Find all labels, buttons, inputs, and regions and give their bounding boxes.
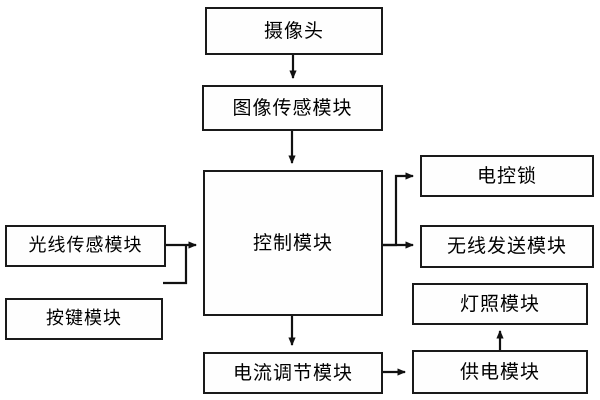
edge-control-to-lock bbox=[383, 172, 414, 247]
node-light-sensor-label: 光线传感模块 bbox=[28, 235, 143, 257]
node-control-module-label: 控制模块 bbox=[252, 231, 333, 254]
node-power-supply-label: 供电模块 bbox=[459, 360, 540, 383]
node-light-sensor[interactable]: 光线传感模块 bbox=[5, 225, 166, 267]
node-image-sensor[interactable]: 图像传感模块 bbox=[202, 85, 383, 131]
node-electronic-lock[interactable]: 电控锁 bbox=[420, 155, 594, 197]
node-current-regulator-label: 电流调节模块 bbox=[232, 361, 353, 384]
node-key-module-label: 按键模块 bbox=[46, 308, 122, 330]
node-camera-label: 摄像头 bbox=[263, 19, 324, 42]
node-control-module[interactable]: 控制模块 bbox=[203, 170, 383, 316]
node-image-sensor-label: 图像传感模块 bbox=[232, 96, 353, 119]
node-key-module[interactable]: 按键模块 bbox=[5, 298, 163, 340]
node-electronic-lock-label: 电控锁 bbox=[476, 164, 537, 187]
node-lighting-module[interactable]: 灯照模块 bbox=[412, 283, 588, 325]
node-camera[interactable]: 摄像头 bbox=[205, 7, 383, 55]
node-wireless-transmit-label: 无线发送模块 bbox=[446, 235, 567, 258]
node-wireless-transmit[interactable]: 无线发送模块 bbox=[420, 225, 594, 268]
node-power-supply[interactable]: 供电模块 bbox=[412, 350, 588, 394]
edge-key-to-control bbox=[163, 246, 188, 285]
node-current-regulator[interactable]: 电流调节模块 bbox=[203, 352, 383, 394]
node-lighting-module-label: 灯照模块 bbox=[459, 292, 540, 315]
